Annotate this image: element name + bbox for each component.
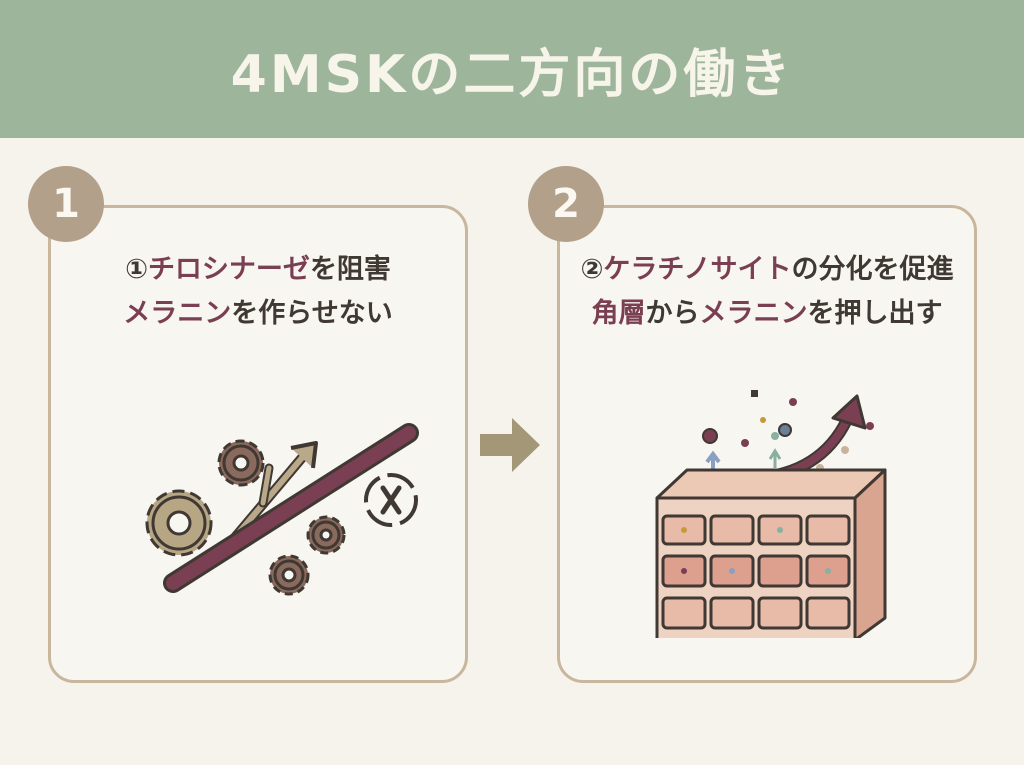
gear-icon [217,439,265,487]
gear-icon [145,489,213,557]
step-1-line-2-suffix: を作らせない [231,298,393,329]
step-2-text: ②ケラチノサイトの分化を促進 角層からメラニンを押し出す [560,248,974,336]
step-1-keyword-melanin: メラニン [123,298,232,329]
step-2-keyword-melanin: メラニン [699,298,808,329]
gear-icon [306,515,346,555]
step-number-badge-2: 2 [528,166,604,242]
step-number-badge-1: 1 [28,166,104,242]
step-2-line-1-suffix: の分化を促進 [791,254,954,285]
bar-icon [163,423,419,593]
melanin-particles-icon [702,390,874,485]
step-2-line-1: ②ケラチノサイトの分化を促進 [560,248,974,292]
skin-turnover-illustration [655,390,887,638]
right-arrow-icon [480,418,540,472]
step-1-line-2: メラニンを作らせない [51,292,465,336]
step-2-line-2: 角層からメラニンを押し出す [560,292,974,336]
step-1-keyword-tyrosinase: チロシナーゼ [147,254,310,285]
step-card-1: ①チロシナーゼを阻害 メラニンを作らせない [48,205,468,683]
prohibit-icon [364,473,418,527]
page-title: 4MSKの二方向の働き [230,44,794,105]
step-card-2: ②ケラチノサイトの分化を促進 角層からメラニンを押し出す [557,205,977,683]
tyrosinase-inhibition-illustration [145,423,419,596]
step-2-marker: ② [580,254,604,285]
step-2-keyword-keratinocyte: ケラチノサイト [603,254,792,285]
step-2-keyword-stratum: 角層 [591,298,646,329]
step-2-line-2-middle: から [645,298,700,329]
gear-icon [268,554,310,596]
step-1-marker: ① [125,254,148,285]
skin-layer-icon [655,468,887,638]
header-banner: 4MSKの二方向の働き [0,0,1024,138]
step-1-line-1: ①チロシナーゼを阻害 [51,248,465,292]
step-1-line-1-suffix: を阻害 [309,254,391,285]
step-1-text: ①チロシナーゼを阻害 メラニンを作らせない [51,248,465,336]
step-2-line-2-suffix: を押し出す [807,298,943,329]
